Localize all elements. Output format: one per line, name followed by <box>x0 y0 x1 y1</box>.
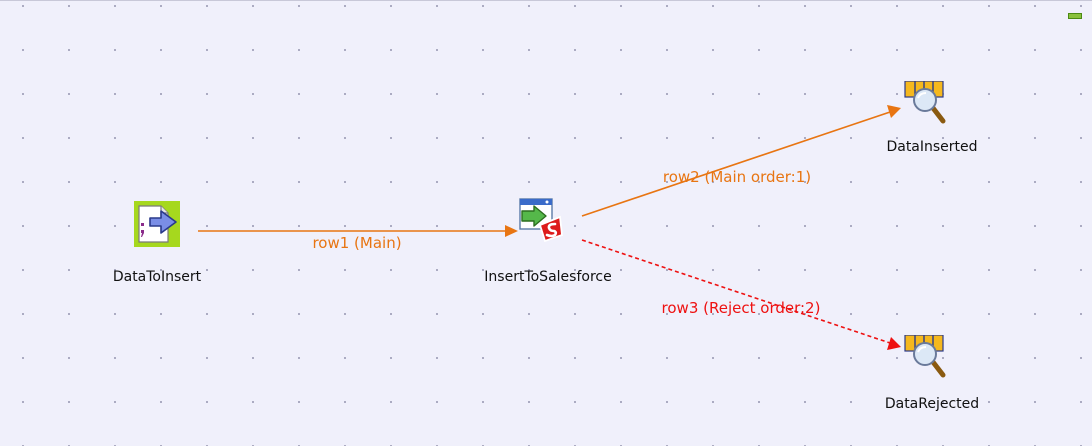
link-row2[interactable] <box>581 105 901 217</box>
salesforce-output-icon <box>518 197 564 243</box>
component-label: DataInserted <box>886 139 978 155</box>
component-label: DataRejected <box>884 396 980 412</box>
component-insert-to-salesforce[interactable] <box>518 197 564 243</box>
delimited-file-input-icon <box>134 201 180 247</box>
log-row-icon <box>901 81 947 127</box>
component-data-inserted[interactable] <box>901 81 947 127</box>
minimize-button[interactable] <box>1068 13 1082 19</box>
link-label-row3[interactable]: row3 (Reject order:2) <box>661 299 821 317</box>
link-label-row2[interactable]: row2 (Main order:1) <box>662 168 812 186</box>
link-row3[interactable] <box>581 239 901 350</box>
component-label: DataToInsert <box>112 269 202 285</box>
link-label-row1[interactable]: row1 (Main) <box>312 234 402 252</box>
component-label: InsertToSalesforce <box>484 269 612 285</box>
component-data-rejected[interactable] <box>901 335 947 381</box>
link-row1[interactable] <box>198 225 518 237</box>
component-data-to-insert[interactable] <box>134 201 180 247</box>
log-row-icon <box>901 335 947 381</box>
